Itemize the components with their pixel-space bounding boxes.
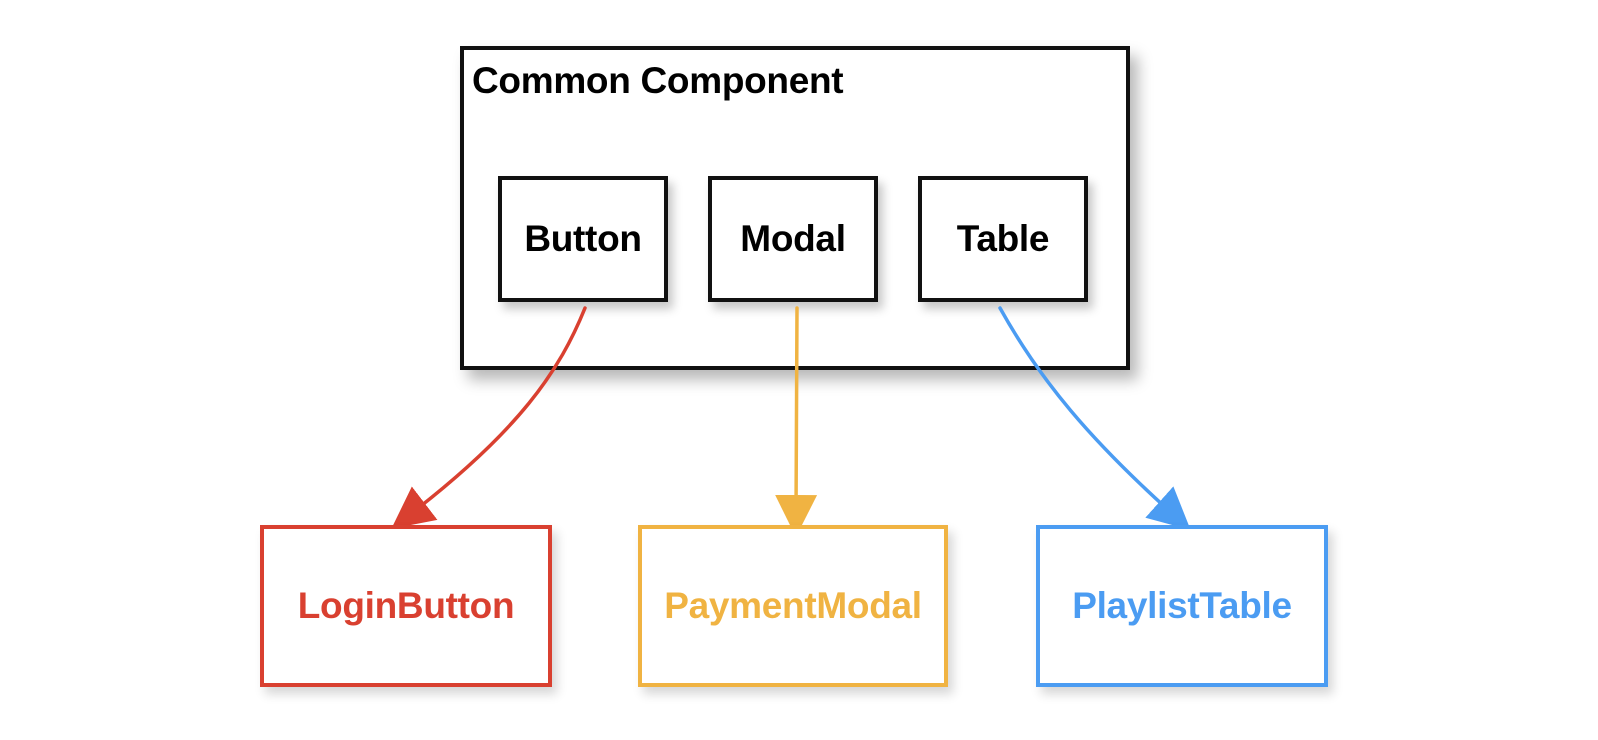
playlisttable-label: PlaylistTable xyxy=(1072,585,1292,626)
arrow-table-to-playlisttable xyxy=(998,306,1191,530)
loginbutton-label: LoginButton xyxy=(297,585,515,626)
paymentmodal-box: PaymentModal xyxy=(638,525,948,687)
button-component-label: Button xyxy=(524,218,642,259)
modal-component-label: Modal xyxy=(740,218,846,259)
paymentmodal-label: PaymentModal xyxy=(664,585,922,626)
modal-component-box: Modal xyxy=(708,176,878,302)
table-component-box: Table xyxy=(918,176,1088,302)
playlisttable-box: PlaylistTable xyxy=(1036,525,1328,687)
arrow-button-to-loginbutton xyxy=(391,306,587,529)
loginbutton-box: LoginButton xyxy=(260,525,552,687)
table-component-label: Table xyxy=(956,218,1050,259)
button-component-box: Button xyxy=(498,176,668,302)
container-title: Common Component xyxy=(472,60,844,101)
arrow-modal-to-paymentmodal xyxy=(775,306,818,537)
